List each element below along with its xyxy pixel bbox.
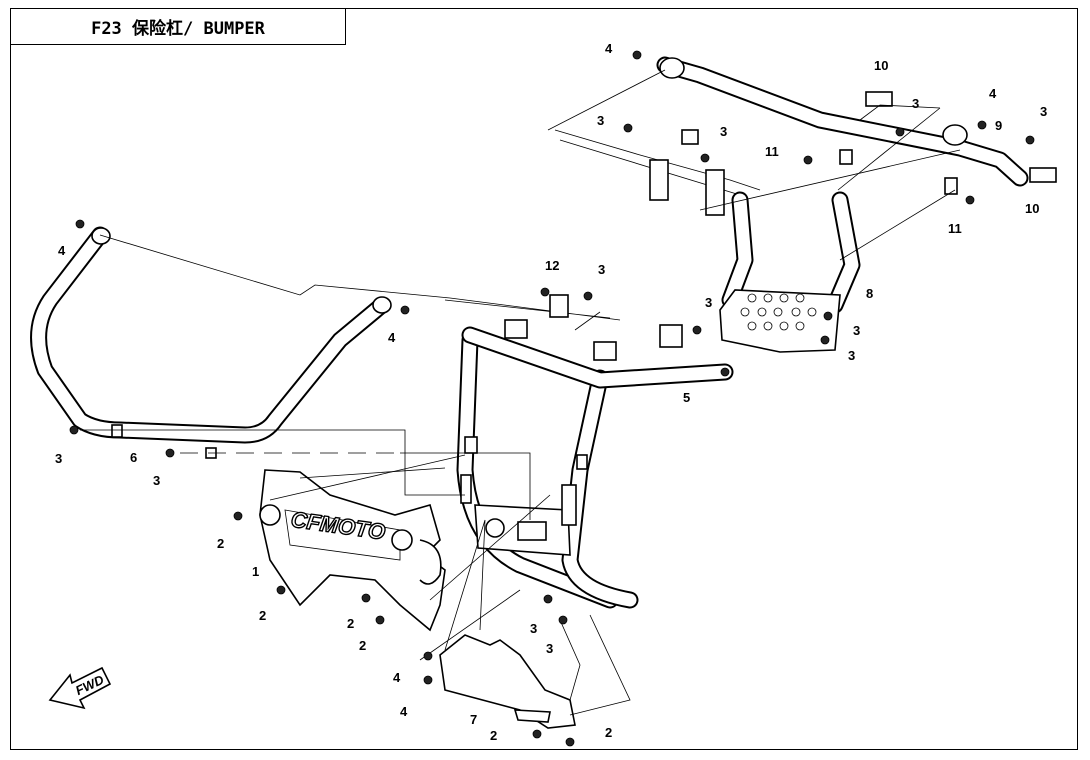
leader-lines — [80, 69, 961, 716]
callout-3: 3 — [530, 621, 537, 636]
callout-3: 3 — [546, 641, 553, 656]
callout-3: 3 — [705, 295, 712, 310]
callout-8: 8 — [866, 286, 873, 301]
callout-4: 4 — [393, 670, 401, 685]
callout-12: 12 — [545, 258, 559, 273]
callout-3: 3 — [848, 348, 855, 363]
callout-3: 3 — [597, 113, 604, 128]
part-7-skid-plate — [439, 634, 576, 729]
callout-11: 11 — [948, 221, 962, 236]
callout-6: 6 — [130, 450, 137, 465]
callout-2: 2 — [217, 536, 224, 551]
part-10-pad-right — [1029, 167, 1057, 183]
callout-4: 4 — [989, 86, 997, 101]
callout-labels: 4 3 3 10 3 4 3 9 11 11 10 8 4 4 12 3 3 3… — [55, 41, 1047, 743]
callout-10: 10 — [1025, 201, 1039, 216]
callout-4: 4 — [605, 41, 613, 56]
fasteners — [69, 50, 1035, 747]
callout-3: 3 — [853, 323, 860, 338]
callout-3: 3 — [598, 262, 605, 277]
part-1-front-bumper-plate: CFMOTO — [259, 469, 446, 632]
part-5-center-frame — [444, 294, 734, 609]
part-8-rear-guard — [719, 191, 861, 353]
callout-4: 4 — [58, 243, 66, 258]
fwd-arrow-icon: FWD — [48, 666, 112, 710]
part-10-pad-top — [865, 91, 893, 107]
callout-2: 2 — [347, 616, 354, 631]
callout-2: 2 — [605, 725, 612, 740]
callout-4: 4 — [388, 330, 396, 345]
part-6-side-hoop-bar — [30, 226, 392, 459]
callout-2: 2 — [490, 728, 497, 743]
callout-1: 1 — [252, 564, 259, 579]
callout-11: 11 — [765, 144, 779, 159]
callout-3: 3 — [912, 96, 919, 111]
callout-3: 3 — [55, 451, 62, 466]
callout-3: 3 — [720, 124, 727, 139]
callout-9: 9 — [995, 118, 1002, 133]
drawing-frame — [10, 8, 1078, 750]
callout-5: 5 — [683, 390, 690, 405]
callout-7: 7 — [470, 712, 477, 727]
page-title: F23 保险杠/ BUMPER — [10, 8, 346, 45]
callout-10: 10 — [874, 58, 888, 73]
callout-4: 4 — [400, 704, 408, 719]
callout-3: 3 — [153, 473, 160, 488]
callout-3: 3 — [1040, 104, 1047, 119]
part-9-rear-top-bar — [554, 56, 1029, 216]
callout-2: 2 — [359, 638, 366, 653]
callout-2: 2 — [259, 608, 266, 623]
guard-hole-pattern — [740, 293, 817, 331]
